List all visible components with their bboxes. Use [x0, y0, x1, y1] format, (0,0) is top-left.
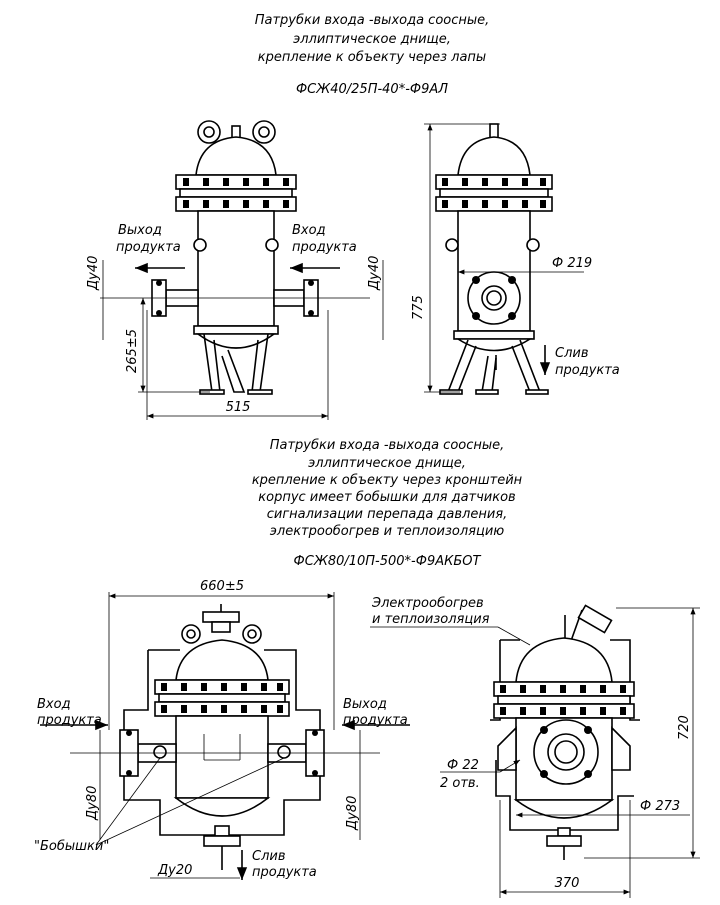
bottom-drain-label-1: Слив: [252, 849, 286, 864]
bottom-desc-line-2: эллиптическое днище,: [308, 456, 466, 471]
bottom-desc-line-3: крепление к объекту через кронштейн: [252, 473, 523, 488]
bracket-left: [497, 726, 517, 771]
top-du-right: Ду40: [367, 256, 382, 291]
top-width-dim: 515: [226, 400, 251, 415]
top-outlet-label-1: Выход: [118, 223, 162, 238]
bottom-desc-line-4: корпус имеет бобышки для датчиков: [258, 490, 515, 505]
top-desc-line-3: крепление к объекту через лапы: [258, 50, 486, 65]
bottom-model-code: ФСЖ80/10П-500*-Ф9АКБОТ: [294, 554, 482, 569]
boss-left: [153, 745, 167, 759]
bottom-du-drain: Ду20: [157, 863, 192, 878]
top-side-view: Ф 219 775 Слив продукта: [411, 123, 620, 395]
holes-count: 2 отв.: [440, 776, 480, 791]
bottom-outlet-label-1: Выход: [343, 697, 387, 712]
bottom-side-view: Электрообогрев и теплоизоляция: [370, 596, 700, 898]
bottom-inlet-label-1: Вход: [37, 697, 71, 712]
top-drain-label-1: Слив: [555, 346, 589, 361]
top-drain-label-2: продукта: [555, 363, 620, 378]
top-desc-line-1: Патрубки входа -выхода соосные,: [255, 13, 490, 28]
bottom-side-diameter: Ф 273: [640, 799, 680, 814]
lifting-lug-right: [252, 120, 276, 144]
top-outlet-label-2: продукта: [116, 240, 181, 255]
boss-right: [277, 745, 291, 759]
bottom-head: [195, 333, 277, 349]
top-description: Патрубки входа -выхода соосные, эллиптич…: [255, 13, 490, 97]
bottom-outlet-label-2: продукта: [343, 713, 408, 728]
bottom-du-left: Ду80: [85, 786, 100, 821]
upper-flange: [175, 174, 297, 190]
bottom-desc-line-6: электрообогрев и теплоизоляцию: [270, 524, 505, 539]
top-front-view: Выход продукта Вход продукта Ду40 Ду40 2…: [86, 120, 384, 420]
bracket-right: [611, 726, 631, 771]
top-dome: [195, 136, 277, 176]
bottom-dome: [175, 639, 269, 681]
top-side-height: 775: [411, 295, 426, 320]
bottom-width-dim: 660±5: [200, 579, 244, 594]
bottom-description: Патрубки входа -выхода соосные, эллиптич…: [252, 438, 523, 569]
top-height-dim: 265±5: [125, 329, 140, 373]
lifting-lug-left: [197, 120, 221, 144]
bottom-front-view: 660±5: [34, 579, 410, 880]
bottom-desc-line-5: сигнализации перепада давления,: [267, 507, 508, 522]
top-inlet-label-1: Вход: [292, 223, 326, 238]
top-inlet-label-2: продукта: [292, 240, 357, 255]
side-filter-body: [457, 210, 531, 332]
bottom-side-width: 370: [555, 876, 580, 891]
hole-diameter: Ф 22: [447, 758, 479, 773]
filter-body: [197, 210, 275, 327]
bottom-du-right: Ду80: [345, 796, 360, 831]
top-side-diameter: Ф 219: [552, 256, 592, 271]
top-model-code: ФСЖ40/25П-40*-Ф9АЛ: [296, 82, 448, 97]
bottom-side-height: 720: [677, 715, 692, 740]
bottom-filter-body: [175, 715, 269, 799]
insulation-outline: [123, 649, 321, 836]
bottom-drain-label-2: продукта: [252, 865, 317, 880]
top-desc-line-2: эллиптическое днище,: [293, 32, 451, 47]
lower-flange: [175, 196, 297, 212]
top-du-left: Ду40: [86, 256, 101, 291]
heating-label-2: и теплоизоляция: [372, 612, 490, 627]
bosses-label: "Бобышки": [34, 839, 109, 854]
heating-label-1: Электрообогрев: [371, 596, 484, 611]
bottom-inlet-label-2: продукта: [37, 713, 102, 728]
bottom-desc-line-1: Патрубки входа -выхода соосные,: [270, 438, 505, 453]
